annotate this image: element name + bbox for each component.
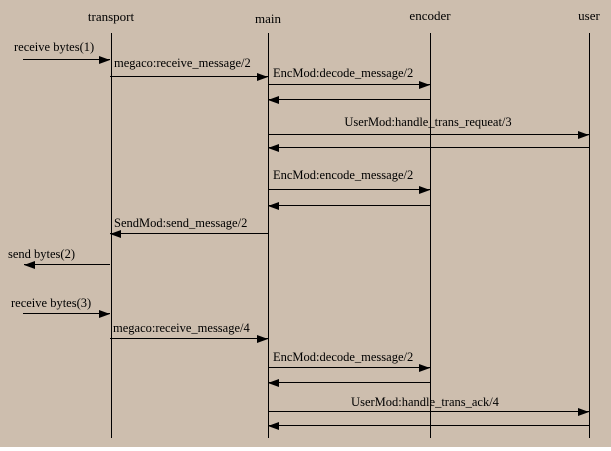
return-arrow-line[interactable] [268, 382, 430, 383]
message-label[interactable]: UserMod:handle_trans_ack/4 [351, 395, 499, 409]
message-label[interactable]: receive bytes(3) [11, 296, 92, 310]
arrowhead-icon [110, 229, 121, 238]
message-label[interactable]: SendMod:send_message/2 [114, 216, 248, 230]
message-arrow-line[interactable] [268, 411, 589, 412]
message-arrow-line[interactable] [268, 84, 430, 85]
return-arrow-line[interactable] [268, 99, 430, 100]
message-label[interactable]: receive bytes(1) [14, 40, 95, 54]
return-arrow-line[interactable] [268, 425, 589, 426]
message-arrow-line[interactable] [268, 367, 430, 368]
message-label[interactable]: EncMod:decode_message/2 [273, 350, 414, 364]
message-arrow-line[interactable] [110, 76, 268, 77]
actor-label-encoder[interactable]: encoder [409, 8, 451, 23]
arrowhead-icon [419, 80, 430, 89]
actor-label-main[interactable]: main [255, 11, 281, 26]
message-label[interactable]: UserMod:handle_trans_requeat/3 [344, 115, 512, 129]
lifeline-encoder [430, 33, 431, 438]
message-arrow-line[interactable] [268, 189, 430, 190]
arrowhead-icon [268, 143, 279, 152]
lifeline-user [589, 33, 590, 438]
arrowhead-icon [257, 334, 268, 343]
return-arrow-line[interactable] [268, 205, 430, 206]
arrowhead-icon [268, 421, 279, 430]
return-arrow-line[interactable] [268, 147, 589, 148]
footer-strip [0, 447, 611, 451]
message-arrow-line[interactable] [23, 313, 110, 314]
arrowhead-icon [99, 55, 110, 64]
message-arrow-line[interactable] [23, 59, 110, 60]
message-label[interactable]: EncMod:decode_message/2 [273, 66, 414, 80]
message-label[interactable]: megaco:receive_message/2 [114, 56, 251, 70]
lifeline-main [268, 33, 269, 438]
message-arrow-line[interactable] [268, 134, 589, 135]
arrowhead-icon [268, 95, 279, 104]
message-label[interactable]: megaco:receive_message/4 [113, 321, 250, 335]
message-arrow-line[interactable] [110, 233, 268, 234]
arrowhead-icon [419, 363, 430, 372]
message-label[interactable]: send bytes(2) [8, 247, 75, 261]
arrowhead-icon [24, 260, 35, 269]
actor-label-user[interactable]: user [578, 8, 600, 23]
arrowhead-icon [99, 309, 110, 318]
message-label[interactable]: EncMod:encode_message/2 [273, 168, 414, 182]
message-arrow-line[interactable] [24, 264, 110, 265]
arrowhead-icon [578, 130, 589, 139]
arrowhead-icon [419, 185, 430, 194]
message-arrow-line[interactable] [110, 338, 268, 339]
arrowhead-icon [578, 407, 589, 416]
actor-label-transport[interactable]: transport [87, 9, 135, 24]
arrowhead-icon [268, 201, 279, 210]
arrowhead-icon [257, 72, 268, 81]
arrowhead-icon [268, 378, 279, 387]
